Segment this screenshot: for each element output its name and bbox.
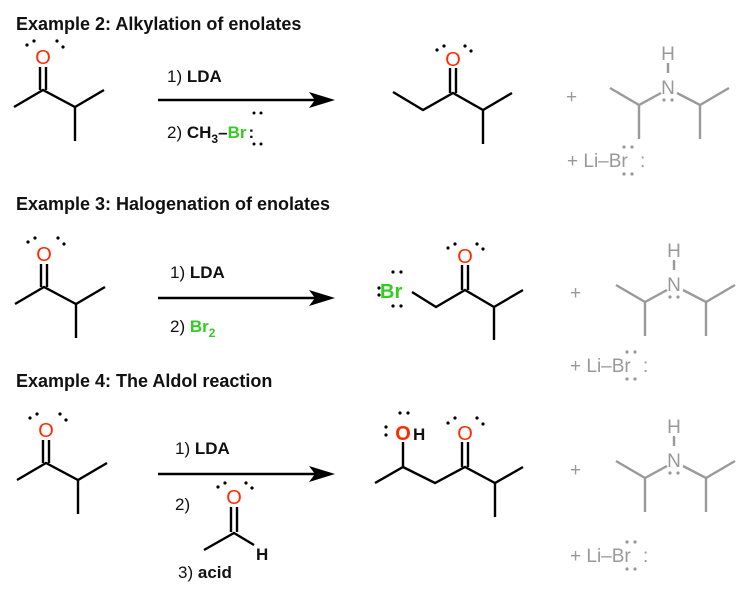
starting-ketone: O — [15, 411, 109, 516]
example-title: Example 4: The Aldol reaction — [16, 371, 272, 391]
hydrogen-atom: H — [661, 44, 675, 65]
example-title: Example 2: Alkylation of enolates — [16, 14, 301, 34]
lithium-bromide: + Li–Br : — [567, 145, 645, 176]
diisopropylamine: N H — [608, 44, 731, 141]
svg-text:+ Li–Br: + Li–Br — [570, 546, 631, 567]
svg-text::: : — [643, 356, 648, 377]
plus-sign: + — [570, 283, 581, 304]
oxygen-atom: O — [36, 244, 52, 266]
oxygen-atom: O — [35, 47, 51, 69]
starting-ketone: O — [12, 38, 106, 143]
hydrogen-atom: H — [667, 241, 681, 262]
plus-sign: + — [570, 460, 581, 481]
lithium-bromide: + Li–Br : — [570, 350, 648, 381]
nitrogen-atom: N — [667, 451, 681, 472]
reagent-step-1: 1) LDA — [167, 67, 222, 86]
nitrogen-atom: N — [661, 78, 675, 99]
hydrogen-atom: H — [256, 545, 268, 564]
oxygen-atom: O — [457, 423, 473, 445]
example-2: Example 2: Alkylation of enolates O 1) L… — [12, 14, 731, 176]
reaction-arrow — [158, 290, 335, 306]
reagent-step-2: 2) Br2 — [170, 317, 216, 340]
oxygen-atom: O — [226, 487, 242, 509]
svg-text::: : — [640, 151, 645, 172]
reaction-arrow — [158, 466, 335, 482]
svg-text:+ Li–Br: + Li–Br — [567, 151, 628, 172]
diisopropylamine: N H — [614, 417, 737, 514]
starting-ketone: O — [13, 235, 107, 340]
oxygen-atom: O — [445, 49, 461, 71]
bromine-atom: Br — [380, 281, 402, 303]
reagent-step-1: 1) LDA — [170, 263, 225, 282]
example-3: Example 3: Halogenation of enolates O 1)… — [13, 194, 737, 381]
svg-text::: : — [643, 546, 648, 567]
lithium-bromide: + Li–Br : — [570, 540, 648, 571]
hydroxyl-oxygen: O — [395, 423, 411, 445]
aldol-product: O H O — [374, 411, 524, 517]
example-title: Example 3: Halogenation of enolates — [16, 194, 330, 214]
plus-sign: + — [566, 87, 577, 108]
oxygen-atom: O — [38, 420, 54, 442]
hydroxyl-hydrogen: H — [413, 425, 425, 444]
hydrogen-atom: H — [667, 417, 681, 438]
diisopropylamine: N H — [614, 241, 737, 338]
oxygen-atom: O — [457, 246, 473, 268]
reagent-step-2: 2) CH3–Br: — [167, 123, 254, 146]
product-bromoketone: O Br — [377, 242, 524, 340]
reagent-step-3: 3) acid — [178, 563, 232, 582]
nitrogen-atom: N — [667, 275, 681, 296]
reaction-arrow — [158, 92, 335, 108]
reagent-step-1: 1) LDA — [175, 439, 230, 458]
reagent-step-2: 2) — [175, 495, 190, 514]
svg-text:+ Li–Br: + Li–Br — [570, 356, 631, 377]
example-4: Example 4: The Aldol reaction O 1) LDA 2… — [15, 371, 737, 582]
acetaldehyde: O H — [203, 481, 268, 564]
product-ketone: O — [392, 44, 513, 144]
